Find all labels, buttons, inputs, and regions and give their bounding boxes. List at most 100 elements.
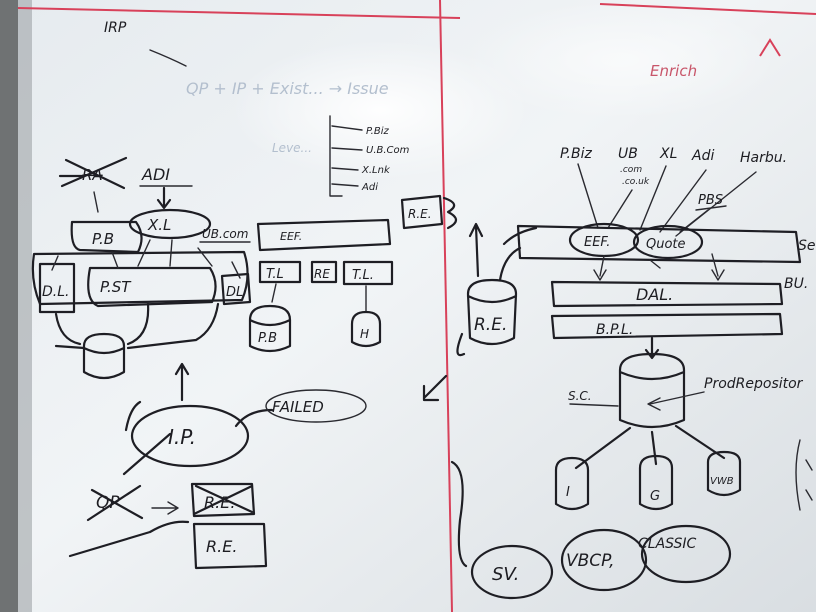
red-top-line-right [599, 3, 816, 15]
eef-right-label: EEF. [584, 235, 610, 250]
red-caret [759, 38, 781, 57]
ip-ellipse [130, 404, 250, 468]
vbcp-label: VBCP, [566, 551, 614, 571]
center-list-bracket [329, 115, 343, 197]
central-database [82, 332, 126, 380]
bottom-bracket [450, 460, 468, 568]
top-label: Adi [691, 148, 714, 164]
crossed-connector [93, 191, 99, 213]
sv-label: SV. [492, 564, 519, 585]
faint-top-line: QP + IP + Exist... → Issue [186, 79, 389, 98]
funnel-lines [54, 302, 220, 350]
board-edge [18, 0, 32, 612]
tl1-label: T.L [266, 267, 284, 282]
title-arrow [149, 49, 187, 67]
db-i [554, 456, 590, 511]
re-db-label: R.E. [474, 315, 507, 335]
failed-ellipse [265, 389, 367, 423]
sub-label: .co.uk [622, 177, 650, 187]
ip-left-arrow [124, 400, 142, 432]
service-arrows [593, 253, 725, 281]
pst-box [87, 266, 217, 308]
center-list-arrows [331, 125, 363, 187]
xl-label: X.L [147, 216, 171, 234]
center-list-item: X.Lnk [361, 165, 391, 176]
ubcom-label: UB.com [202, 227, 248, 241]
pb-db-label: P.B [258, 331, 277, 346]
right-edge-scribbles [795, 439, 813, 511]
re-small-box [310, 260, 338, 284]
re-bottom-label: R.E. [206, 537, 237, 556]
center-re-box [400, 194, 444, 230]
ip-label: I.P. [168, 425, 196, 449]
top-fan-lines [577, 163, 757, 237]
re-crossed-box [190, 482, 256, 518]
classic-label: CLASSIC [638, 536, 697, 552]
pb-database [248, 304, 292, 353]
product-repository-db [618, 352, 686, 429]
board-title: IRP [104, 20, 127, 36]
h-db-label: H [360, 327, 369, 341]
center-re-label: R.E. [408, 207, 432, 221]
tl2-label: T.L. [352, 268, 374, 283]
re-small-label: RE [314, 267, 330, 281]
adi-arrow [156, 186, 172, 210]
dl-left-box [38, 262, 76, 314]
bpl-label: B.P.L. [596, 322, 633, 338]
main-layer-band [31, 250, 249, 306]
tl-connectors [271, 283, 367, 313]
tl1-box [258, 260, 302, 284]
enrich-label: Enrich [650, 62, 697, 80]
top-label: P.Biz [560, 146, 592, 162]
xl-ellipse [128, 208, 212, 240]
bottom-curve [68, 520, 190, 558]
light-glare [230, 40, 530, 180]
sc-connector [569, 403, 619, 407]
sv-ellipse [470, 544, 554, 600]
center-list-item: Adi [361, 182, 378, 193]
top-label: UB [618, 146, 638, 162]
db-vwb [706, 450, 742, 497]
qp-cross-out [86, 432, 172, 522]
re-up-arrow [468, 222, 484, 278]
qp-arrow [151, 501, 179, 515]
eef-box [256, 218, 392, 252]
dl-left-label: D.L. [42, 284, 69, 300]
center-list-item: P.Biz [366, 126, 389, 137]
failed-label: FAILED [272, 398, 324, 416]
adi-label: ADI [141, 165, 170, 184]
re-bottom-box [192, 522, 268, 570]
center-list-item: U.B.Com [366, 145, 410, 156]
faint-left-note: Leve... [272, 141, 312, 155]
dl-right-box [220, 272, 252, 306]
se-label: Se [798, 238, 816, 254]
dal-box [550, 280, 784, 308]
h-database [350, 310, 382, 348]
top-label: Harbu. [740, 150, 787, 166]
pbs-label: PBS [698, 193, 723, 208]
cross-out-mark [58, 156, 128, 190]
tl2-box [342, 260, 394, 286]
bu-label: BU. [784, 276, 808, 292]
pb-label: P.B [92, 230, 114, 248]
dl-right-label: DL [226, 285, 243, 300]
sub-label: .com [620, 165, 642, 175]
sc-label: S.C. [568, 389, 592, 403]
classic-ellipse [640, 524, 732, 584]
center-brace [442, 196, 458, 230]
prod-repo-label: ProdRepositor [704, 376, 804, 392]
center-down-arrow [422, 374, 448, 402]
red-divider-line [439, 0, 453, 612]
dal-label: DAL. [636, 285, 673, 304]
quote-ellipse [632, 224, 704, 260]
re-database [466, 278, 518, 346]
light-glare-2 [460, 0, 780, 120]
qp-crossed-label: QP [96, 493, 120, 513]
eef-label: EEF. [280, 230, 302, 243]
vbcp-ellipse [560, 528, 648, 592]
quote-label: Quote [646, 237, 686, 252]
db-g [638, 454, 674, 511]
top-label: XL [659, 146, 677, 162]
db-side-line [54, 344, 86, 350]
